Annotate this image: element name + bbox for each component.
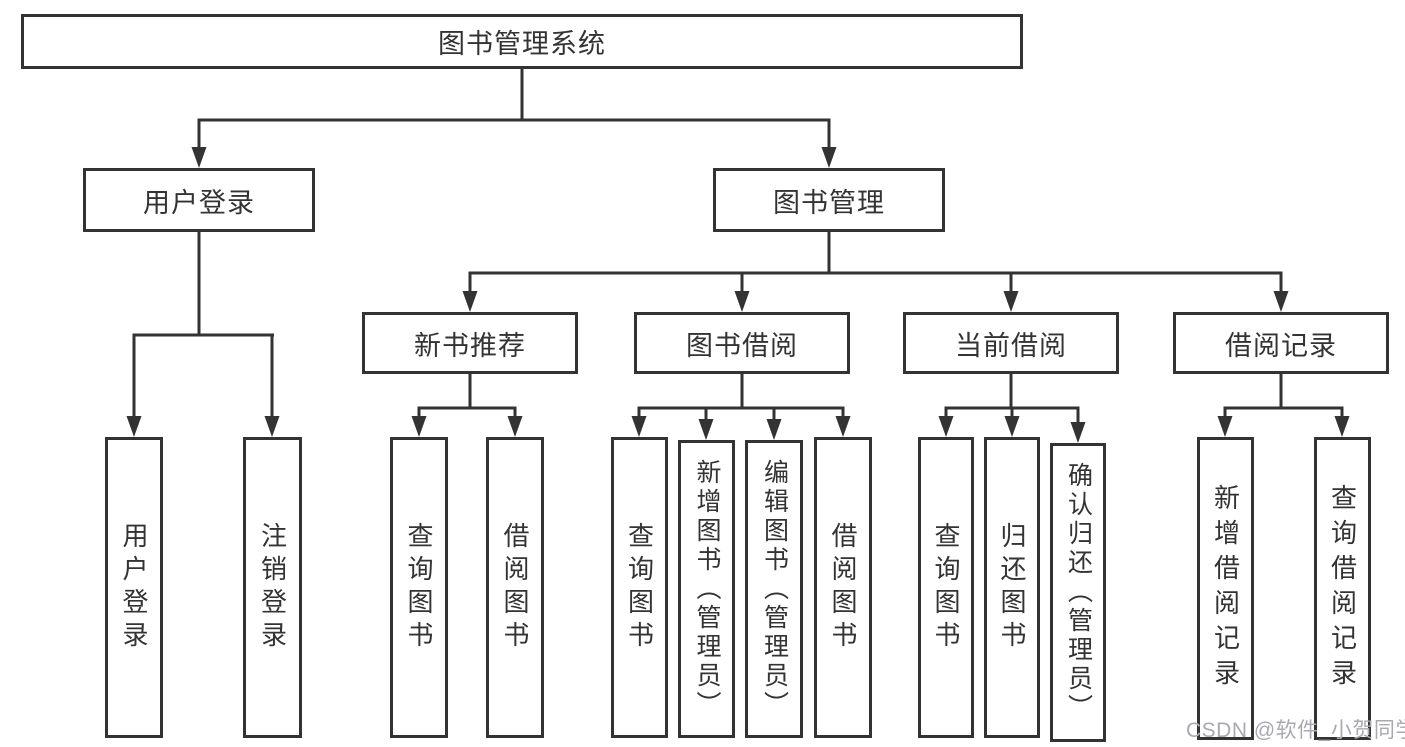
- leaf-query-books-current-label: 查询图书: [931, 521, 961, 654]
- leaf-query-books-borrowing: 查询图书: [611, 437, 668, 738]
- node-book-borrowing: 图书借阅: [634, 312, 850, 374]
- leaf-query-books-recommend: 查询图书: [390, 437, 448, 738]
- arrowheads: [126, 147, 1350, 443]
- leaf-query-borrow-record: 查询借阅记录: [1314, 437, 1371, 740]
- leaf-query-books-recommend-label: 查询图书: [404, 521, 434, 654]
- leaf-query-books-borrowing-label: 查询图书: [624, 521, 655, 654]
- leaf-add-borrow-record: 新增借阅记录: [1197, 437, 1254, 740]
- leaf-confirm-return-admin-label: 确认归还（管理员）: [1064, 462, 1093, 723]
- node-user-login-label: 用户登录: [143, 187, 255, 218]
- node-library-system: 图书管理系统: [21, 14, 1023, 69]
- leaf-add-book-admin: 新增图书（管理员）: [678, 440, 735, 738]
- leaf-borrow-books-recommend: 借阅图书: [486, 437, 544, 738]
- leaf-borrow-books-recommend-label: 借阅图书: [500, 521, 530, 654]
- leaf-query-books-current: 查询图书: [918, 437, 974, 738]
- node-book-management-label: 图书管理: [773, 187, 885, 218]
- leaf-logout: 注销登录: [243, 437, 302, 738]
- node-borrowing-records-label: 借阅记录: [1225, 330, 1337, 361]
- leaf-user-login: 用户登录: [105, 437, 163, 738]
- csdn-watermark: CSDN @软件_小贺同学: [1186, 719, 1405, 742]
- node-book-borrowing-label: 图书借阅: [686, 330, 798, 361]
- node-new-book-recommendation-label: 新书推荐: [414, 330, 526, 361]
- leaf-return-books-label: 归还图书: [997, 521, 1027, 654]
- leaf-confirm-return-admin: 确认归还（管理员）: [1050, 443, 1106, 742]
- leaf-add-borrow-record-label: 新增借阅记录: [1210, 483, 1241, 694]
- leaf-logout-label: 注销登录: [257, 521, 288, 654]
- leaf-user-login-label: 用户登录: [119, 521, 149, 654]
- node-current-borrowing-label: 当前借阅: [955, 330, 1067, 361]
- node-borrowing-records: 借阅记录: [1173, 312, 1389, 374]
- node-current-borrowing: 当前借阅: [903, 312, 1119, 374]
- leaf-edit-book-admin-label: 编辑图书（管理员）: [760, 458, 789, 720]
- node-user-login: 用户登录: [83, 168, 315, 232]
- leaf-return-books: 归还图书: [984, 437, 1040, 738]
- leaf-edit-book-admin: 编辑图书（管理员）: [745, 440, 803, 738]
- node-library-system-label: 图书管理系统: [438, 29, 606, 59]
- leaf-borrow-books-borrowing: 借阅图书: [814, 437, 872, 738]
- leaf-query-borrow-record-label: 查询借阅记录: [1327, 483, 1358, 694]
- node-book-management: 图书管理: [713, 168, 945, 232]
- leaf-borrow-books-borrowing-label: 借阅图书: [828, 521, 858, 654]
- leaf-add-book-admin-label: 新增图书（管理员）: [693, 458, 721, 720]
- node-new-book-recommendation: 新书推荐: [362, 312, 578, 374]
